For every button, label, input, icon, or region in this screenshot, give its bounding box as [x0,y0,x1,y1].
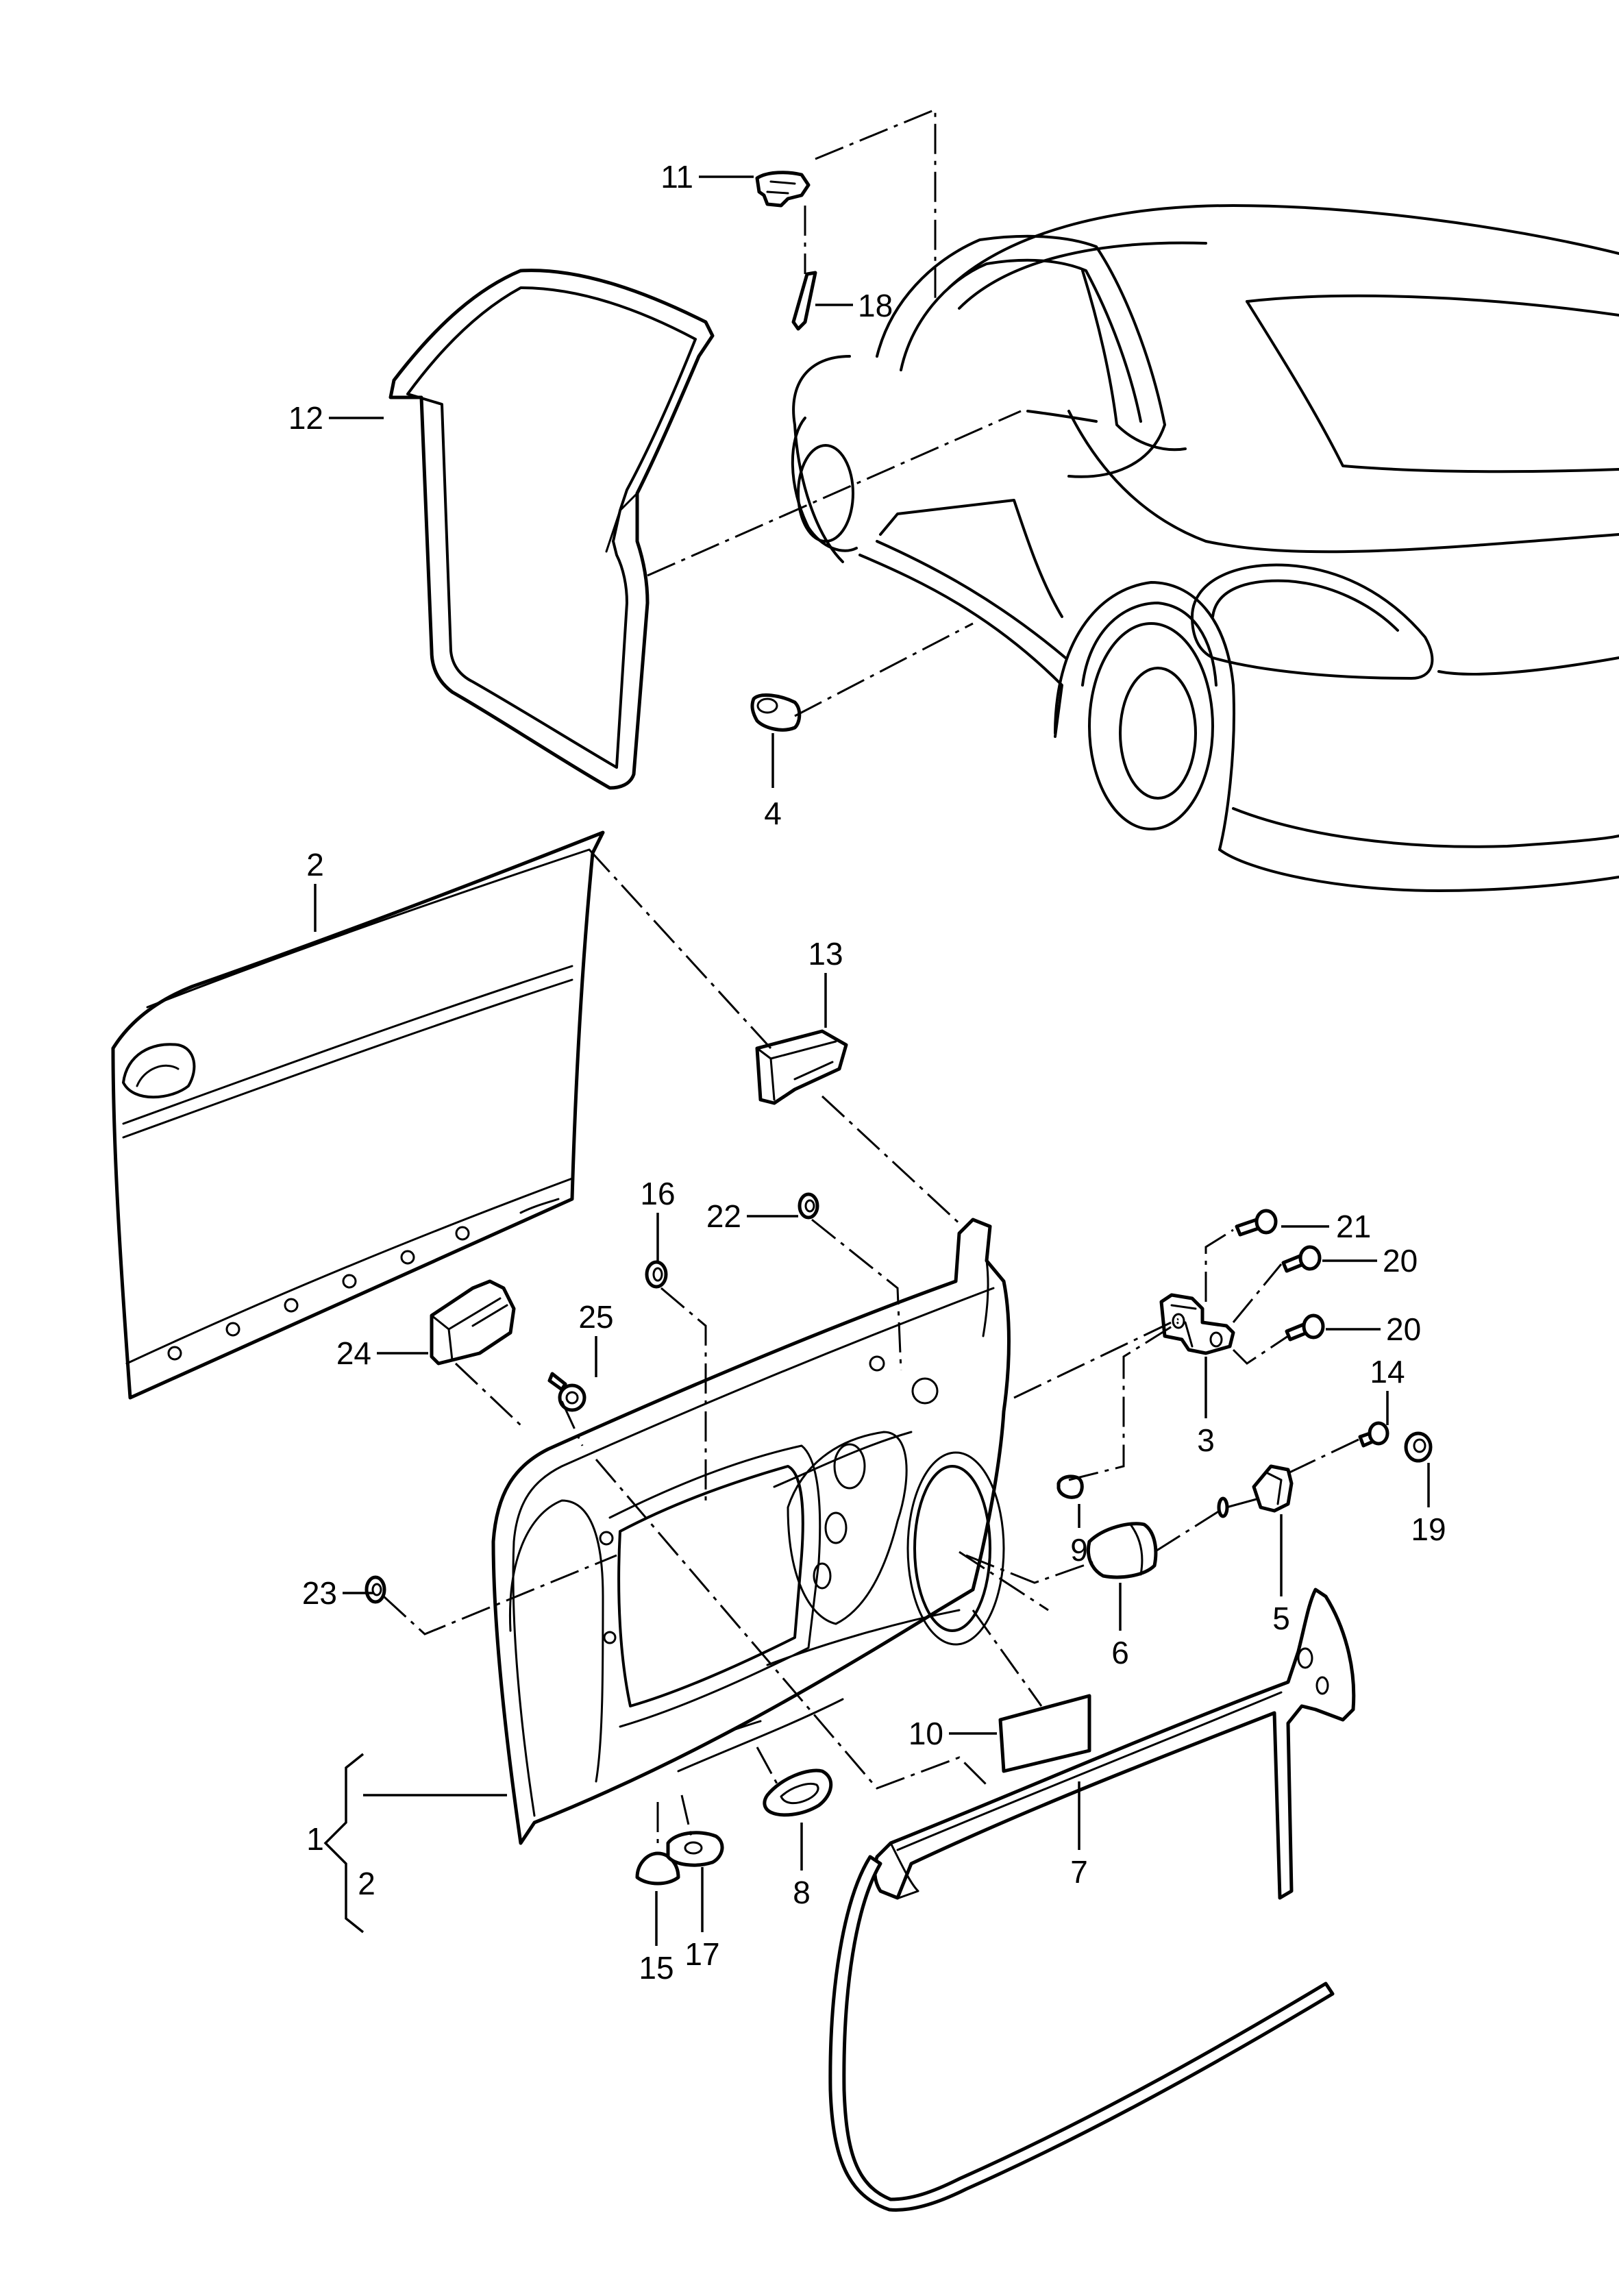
inner-door-shell [491,1218,1011,1845]
callout-12: 12 [288,400,323,436]
bolt-part-20-lower [1285,1313,1325,1342]
grommet-part-23 [364,1575,386,1604]
callout-3: 3 [1197,1422,1215,1458]
callout-17: 17 [684,1936,719,1972]
callout-16: 16 [640,1176,675,1211]
callout-21: 21 [1336,1209,1371,1244]
callout-15: 15 [639,1950,673,1986]
callout-4: 4 [764,795,782,831]
grommet-part-16 [645,1260,668,1289]
callout-18: 18 [858,288,893,323]
callout-19: 19 [1411,1511,1446,1547]
leader-lines [314,175,1430,1946]
grommet-part-22 [798,1192,819,1220]
callout-20-upper: 20 [1383,1243,1418,1279]
part-6-housing [1086,1522,1158,1579]
oval-seal-part-8 [763,1768,833,1817]
part-9-plug [1056,1474,1084,1499]
bolt-part-19 [1404,1431,1433,1463]
callout-9: 9 [1070,1532,1088,1568]
grommet-part-17 [666,1831,724,1867]
film-part-10 [998,1694,1091,1773]
pin-part-18 [791,271,817,331]
callout-20-lower: 20 [1386,1311,1421,1347]
callout-24: 24 [336,1335,371,1371]
callout-1: 1 [306,1821,324,1857]
outer-door-panel [111,830,605,1400]
bracket-part-13 [755,1029,848,1105]
callout-labels: 11 18 12 4 2 13 16 22 21 20 20 25 24 14 … [288,159,1446,1986]
drain-holes [167,1198,560,1361]
callout-13: 13 [808,936,843,972]
callout-25: 25 [578,1299,613,1335]
clip-part-11 [755,171,811,208]
callout-6: 6 [1111,1635,1129,1670]
bolt-part-21 [1235,1209,1278,1237]
door-opening-seal [388,269,715,790]
callout-5: 5 [1272,1601,1290,1636]
callout-2-bracket: 2 [358,1866,375,1901]
door-check-part-5 [1217,1464,1294,1518]
hinge-part-3 [1159,1293,1235,1355]
bolt-part-14 [1358,1421,1389,1448]
callout-14: 14 [1370,1354,1405,1390]
callout-7: 7 [1070,1854,1088,1890]
callout-bracket [323,1753,364,1934]
car-body-illustration [791,204,1619,892]
plug-part-4 [750,693,802,732]
callout-2: 2 [306,847,324,882]
bolt-part-20-upper [1281,1245,1322,1273]
callout-23: 23 [302,1575,337,1611]
window-seal-part-7 [828,1588,1356,2212]
callout-11: 11 [660,159,693,195]
callout-22: 22 [706,1198,741,1234]
bolt-part-25 [547,1372,586,1412]
callout-10: 10 [909,1716,943,1751]
assembly-lines [382,108,1361,1850]
bracket-part-24 [430,1279,516,1366]
callout-8: 8 [793,1875,811,1910]
